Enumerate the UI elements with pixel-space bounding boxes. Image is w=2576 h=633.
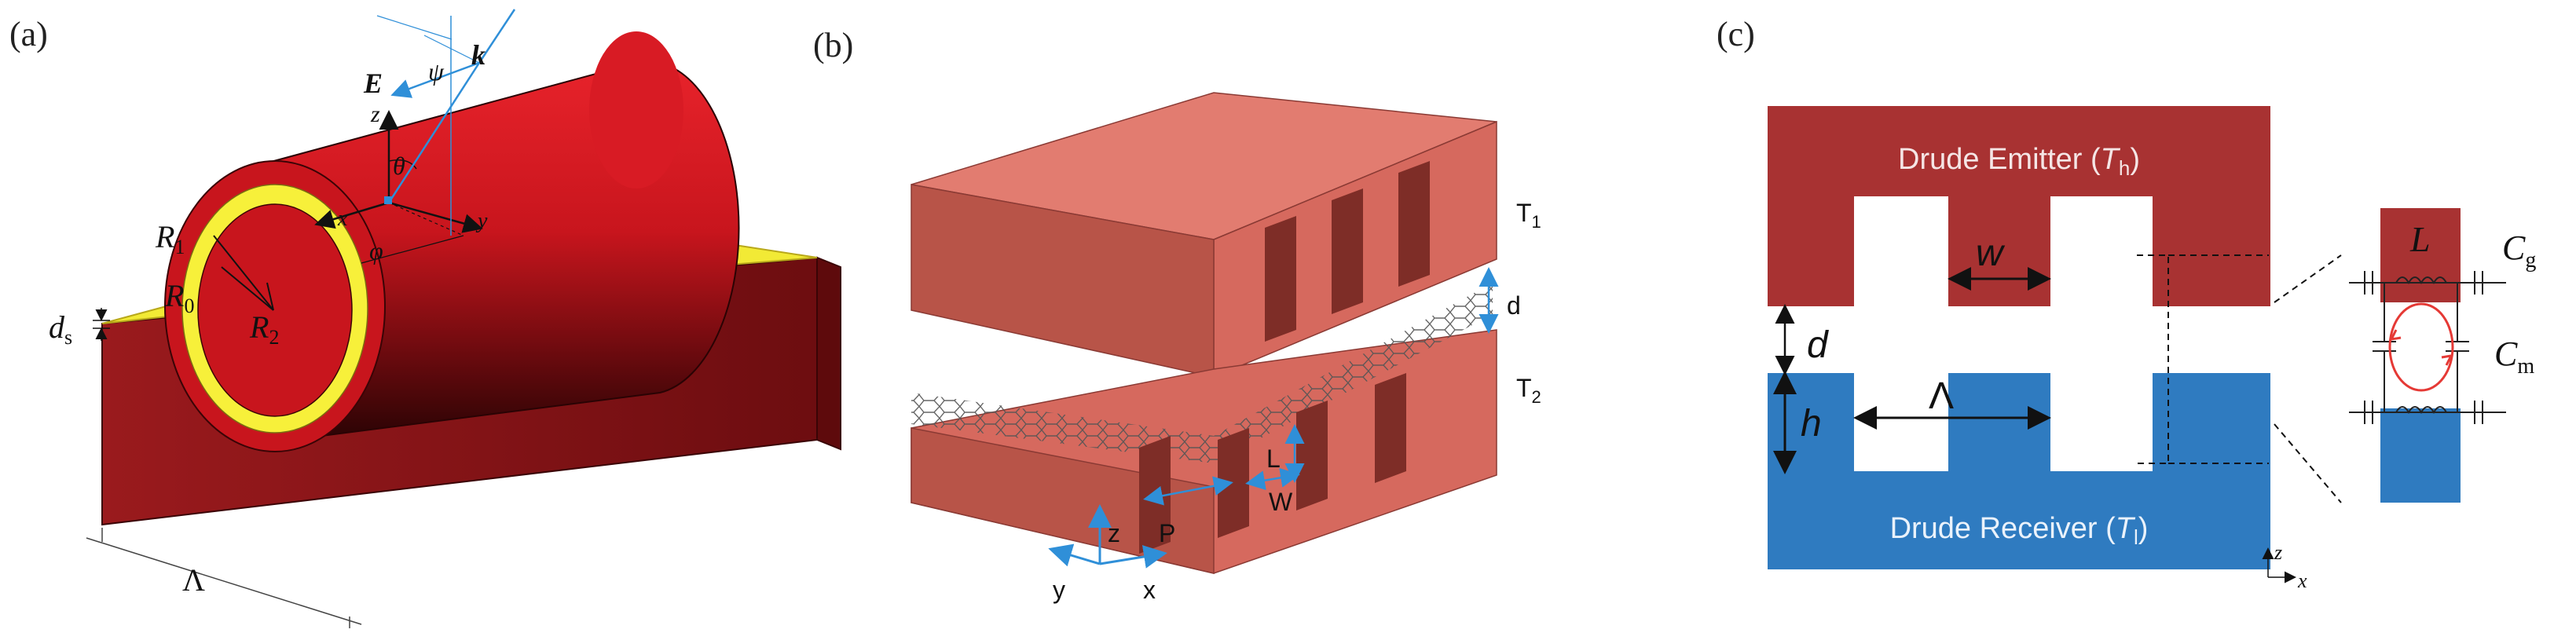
drude-emitter — [1768, 106, 2270, 306]
axis-y-b — [1048, 543, 1101, 567]
incident-plane-line — [376, 15, 453, 40]
label-k: k — [471, 39, 486, 71]
projection-line — [388, 202, 464, 236]
label-y-a: y — [475, 209, 488, 233]
slot-2 — [1332, 188, 1363, 314]
lslot-3 — [1296, 401, 1328, 510]
substrate-side — [816, 256, 841, 451]
k-vector-ext — [478, 9, 516, 64]
panel-a-label: (a) — [9, 15, 48, 53]
label-L-c: L — [2409, 219, 2431, 259]
inductor-top — [2395, 276, 2447, 285]
label-lambda-c: Λ — [1929, 375, 1954, 417]
ds-indicator — [93, 308, 110, 341]
label-R1: R1 — [155, 219, 185, 258]
cylinder-far-end — [589, 31, 683, 188]
panel-a: (a) R1 R0 R2 ds — [9, 9, 841, 628]
graphene-front — [911, 393, 1214, 463]
label-E: E — [363, 68, 383, 99]
label-z-c: z — [2274, 541, 2282, 564]
inductor-bottom — [2395, 406, 2447, 415]
radius-R1-line — [213, 235, 274, 311]
y-axis — [388, 201, 483, 233]
drude-receiver — [1768, 373, 2270, 569]
cylinder-core — [197, 203, 353, 417]
width-W-arrow — [1245, 467, 1300, 491]
slot-1 — [1265, 216, 1296, 342]
axis-x-b — [1099, 545, 1167, 569]
psi-ref — [423, 35, 480, 64]
label-T1: T1 — [1516, 199, 1541, 232]
panel-b-label: (b) — [813, 26, 853, 64]
label-lambda-a: Λ — [182, 562, 205, 598]
label-theta: θ — [393, 152, 405, 180]
x-axis — [314, 201, 390, 229]
grating-upper — [1265, 161, 1430, 342]
E-vector — [390, 61, 480, 98]
label-T2: T2 — [1516, 374, 1541, 407]
zoom-box — [2137, 254, 2342, 503]
label-z-a: z — [370, 101, 380, 127]
axes-c — [2262, 547, 2296, 584]
emitter-label: Drude Emitter (Th) — [1898, 143, 2140, 180]
label-h: h — [1801, 403, 1822, 445]
circuit-inset — [2349, 208, 2506, 503]
graphene-layers — [911, 283, 1493, 463]
label-Cg: Cg — [2502, 229, 2536, 273]
radius-R2-line — [266, 282, 274, 311]
label-x-b: x — [1143, 576, 1156, 604]
cylinder — [164, 31, 740, 452]
k-vector-line — [387, 62, 481, 203]
label-phi: φ — [369, 236, 383, 265]
period-P-arrow — [1143, 476, 1233, 506]
label-P: P — [1159, 519, 1175, 547]
receiver-label: Drude Receiver (Tl) — [1890, 512, 2149, 549]
radius-R0-line — [221, 266, 274, 311]
current-loop — [2388, 302, 2454, 392]
label-R0: R0 — [164, 278, 194, 317]
label-d-b: d — [1507, 291, 1521, 320]
label-L-b: L — [1266, 445, 1281, 473]
coordinate-axes — [314, 9, 516, 264]
slot-3 — [1398, 161, 1430, 287]
origin-marker — [384, 196, 392, 204]
lambda-dimension — [86, 528, 362, 628]
label-z-b: z — [1108, 519, 1120, 547]
lslot-2 — [1218, 428, 1249, 538]
panel-c-label: (c) — [1717, 15, 1755, 53]
label-d-c: d — [1807, 324, 1829, 366]
lower-block-front — [911, 427, 1215, 574]
label-x-c: x — [2297, 569, 2307, 592]
inset-emitter — [2380, 208, 2461, 302]
label-psi: ψ — [428, 57, 445, 86]
graphene-side — [1214, 283, 1493, 463]
label-Cm: Cm — [2494, 335, 2534, 379]
label-w: w — [1976, 232, 2006, 274]
label-y-b: y — [1053, 576, 1065, 604]
theta-arc — [388, 159, 417, 170]
lslot-4 — [1375, 373, 1406, 483]
axes-b — [1048, 504, 1167, 569]
panel-b: (b) d — [813, 26, 1541, 604]
label-x-a: x — [337, 207, 348, 231]
inset-receiver — [2380, 408, 2461, 503]
panel-c: (c) Drude Emitter (Th) Drude Receiver (T… — [1717, 15, 2536, 592]
phi-line — [361, 235, 464, 264]
label-W: W — [1269, 488, 1293, 516]
label-R2: R2 — [249, 309, 279, 349]
label-ds: ds — [49, 309, 72, 349]
